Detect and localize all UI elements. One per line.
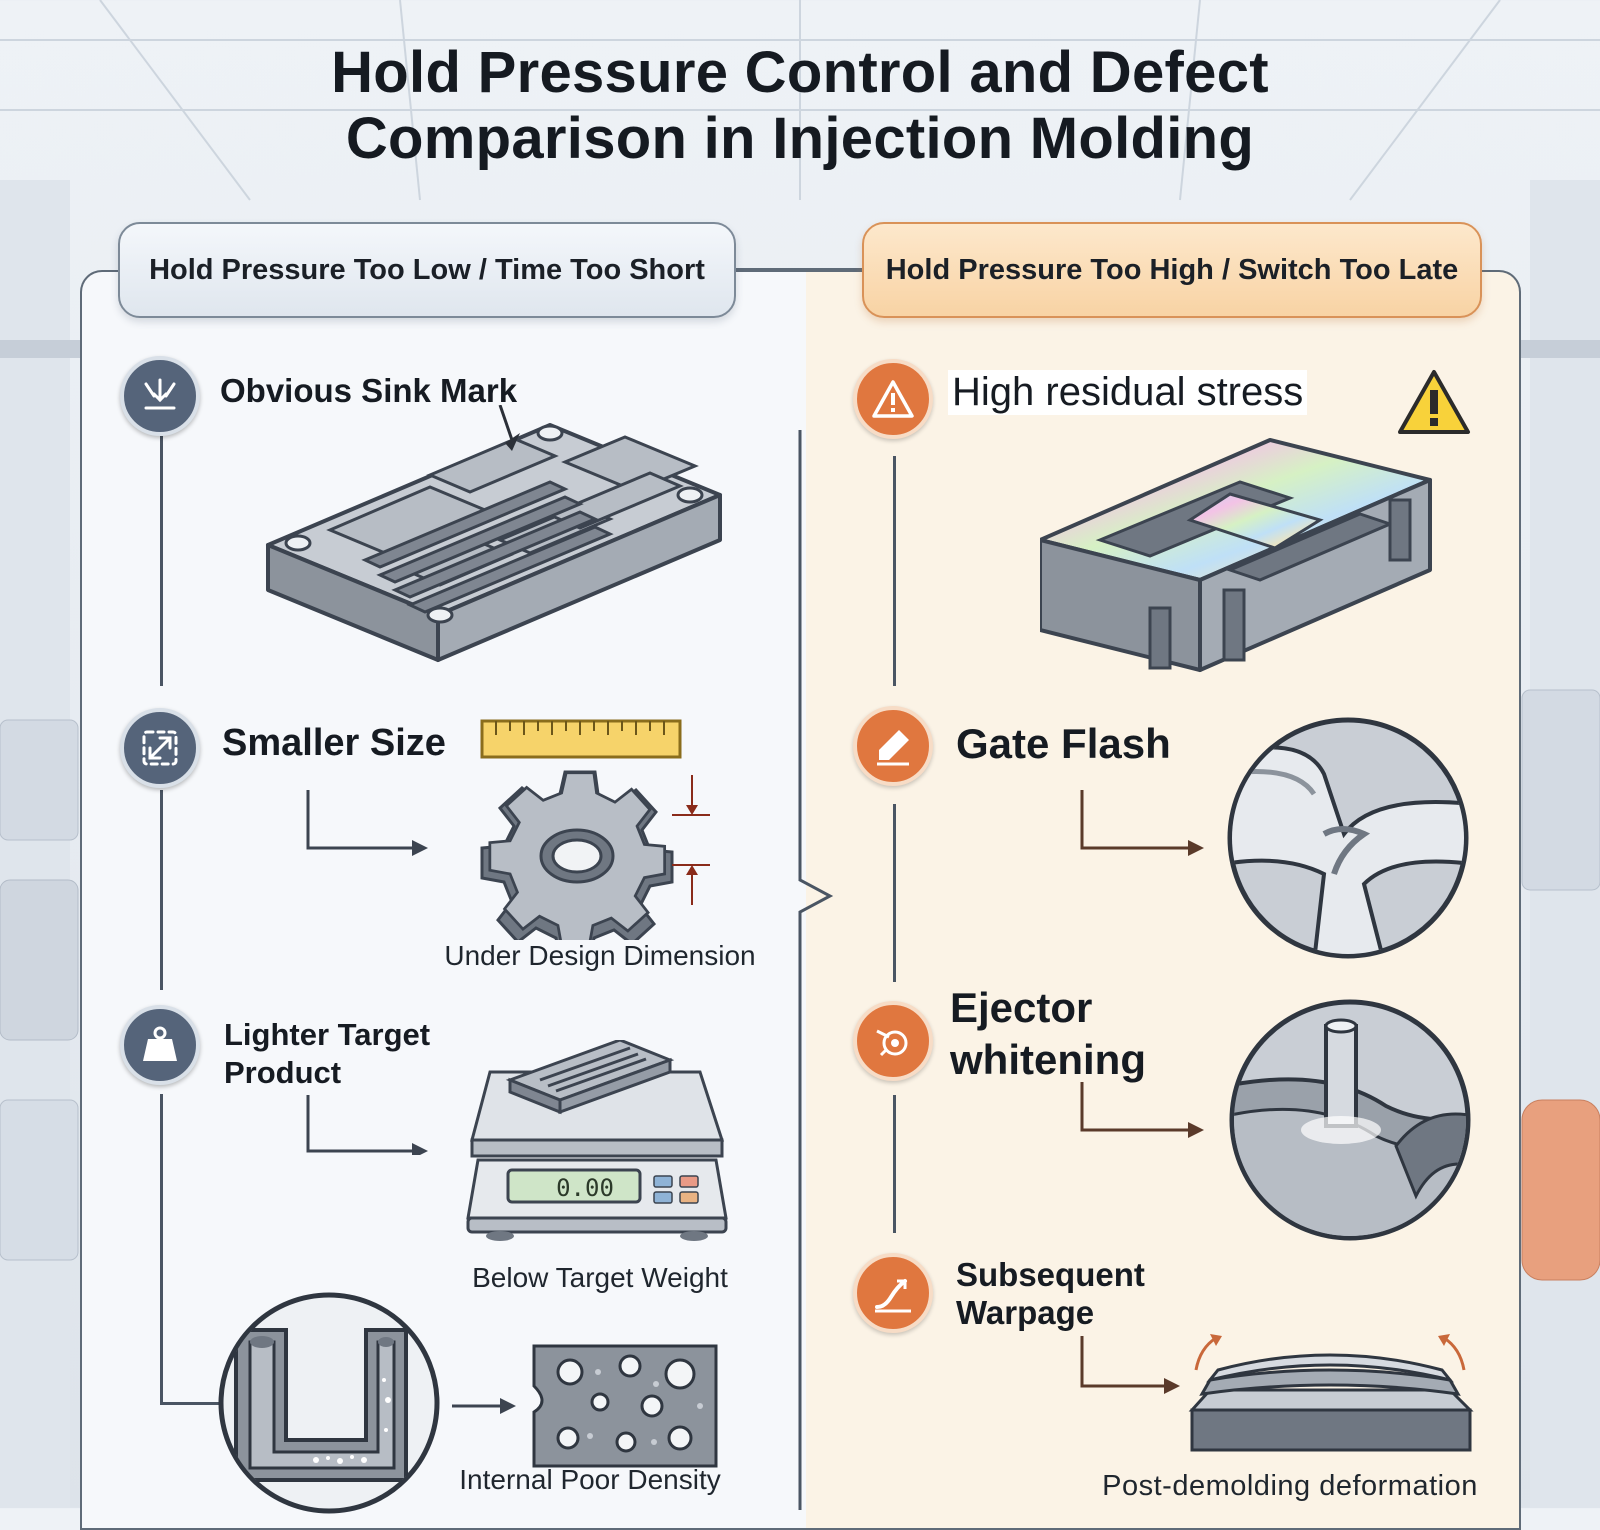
right-timeline-segment [893, 804, 896, 982]
warp-icon [853, 1253, 933, 1333]
page-title-line1: Hold Pressure Control and Defect [331, 40, 1269, 105]
left-timeline-segment [160, 1402, 220, 1405]
sink-arrows-icon [120, 356, 200, 436]
ejector-whitening-label-line1: Ejector [950, 984, 1093, 1031]
resize-arrow-icon [120, 708, 200, 788]
flow-arrow [306, 1095, 428, 1155]
flow-arrow [452, 1398, 516, 1414]
flow-arrow [1080, 1336, 1180, 1394]
left-timeline-segment [160, 790, 163, 990]
under-design-dimension-caption: Under Design Dimension [444, 940, 756, 971]
gear-ruler-illustration [480, 719, 710, 940]
gate-flash-magnifier-illustration [1227, 717, 1469, 959]
lighter-target-label: Lighter Target Product [224, 1016, 430, 1092]
warped-plate-illustration [1188, 1334, 1474, 1452]
ejector-magnifier-illustration [1229, 999, 1471, 1241]
flow-arrow [1080, 1082, 1204, 1138]
lighter-target-label-line2: Product [224, 1055, 342, 1090]
scale-illustration [466, 1040, 728, 1241]
subsequent-warpage-label: Subsequent Warpage [956, 1256, 1145, 1332]
post-demolding-deformation-caption: Post-demolding deformation [1102, 1470, 1478, 1502]
scale-display-readout: 0.00 [556, 1174, 614, 1202]
flow-arrow [1080, 790, 1204, 856]
header-connector [736, 268, 862, 270]
left-timeline-segment [160, 436, 163, 686]
weight-icon [120, 1005, 200, 1085]
smaller-size-label: Smaller Size [222, 722, 446, 764]
porous-block-illustration [532, 1344, 718, 1468]
internal-poor-density-caption: Internal Poor Density [459, 1464, 721, 1495]
center-divider [798, 430, 834, 1510]
gate-flash-label: Gate Flash [956, 720, 1171, 767]
right-header: Hold Pressure Too High / Switch Too Late [862, 222, 1482, 318]
right-timeline-segment [893, 1095, 896, 1233]
sink-mark-part-illustration [266, 405, 722, 662]
below-target-weight-caption: Below Target Weight [472, 1262, 728, 1293]
subsequent-warpage-label-line1: Subsequent [956, 1256, 1145, 1293]
left-timeline-segment [160, 1094, 163, 1404]
flow-arrow [306, 790, 428, 856]
left-header: Hold Pressure Too Low / Time Too Short [118, 222, 736, 318]
warning-icon [853, 359, 933, 439]
page-title: Hold Pressure Control and Defect Compari… [0, 40, 1600, 172]
sink-mark-label: Obvious Sink Mark [220, 372, 518, 409]
caution-sign-icon [1398, 370, 1470, 434]
residual-stress-part-illustration [1040, 438, 1432, 672]
right-timeline-segment [893, 456, 896, 686]
ejector-icon [853, 1001, 933, 1081]
subsequent-warpage-label-line2: Warpage [956, 1294, 1095, 1331]
ejector-whitening-label-line2: whitening [950, 1036, 1146, 1083]
cross-section-magnifier-illustration [218, 1292, 440, 1514]
page-title-line2: Comparison in Injection Molding [345, 106, 1255, 171]
ejector-whitening-label: Ejector whitening [950, 982, 1146, 1086]
pen-icon [853, 706, 933, 786]
high-residual-stress-label: High residual stress [948, 370, 1308, 415]
lighter-target-label-line1: Lighter Target [224, 1017, 431, 1052]
